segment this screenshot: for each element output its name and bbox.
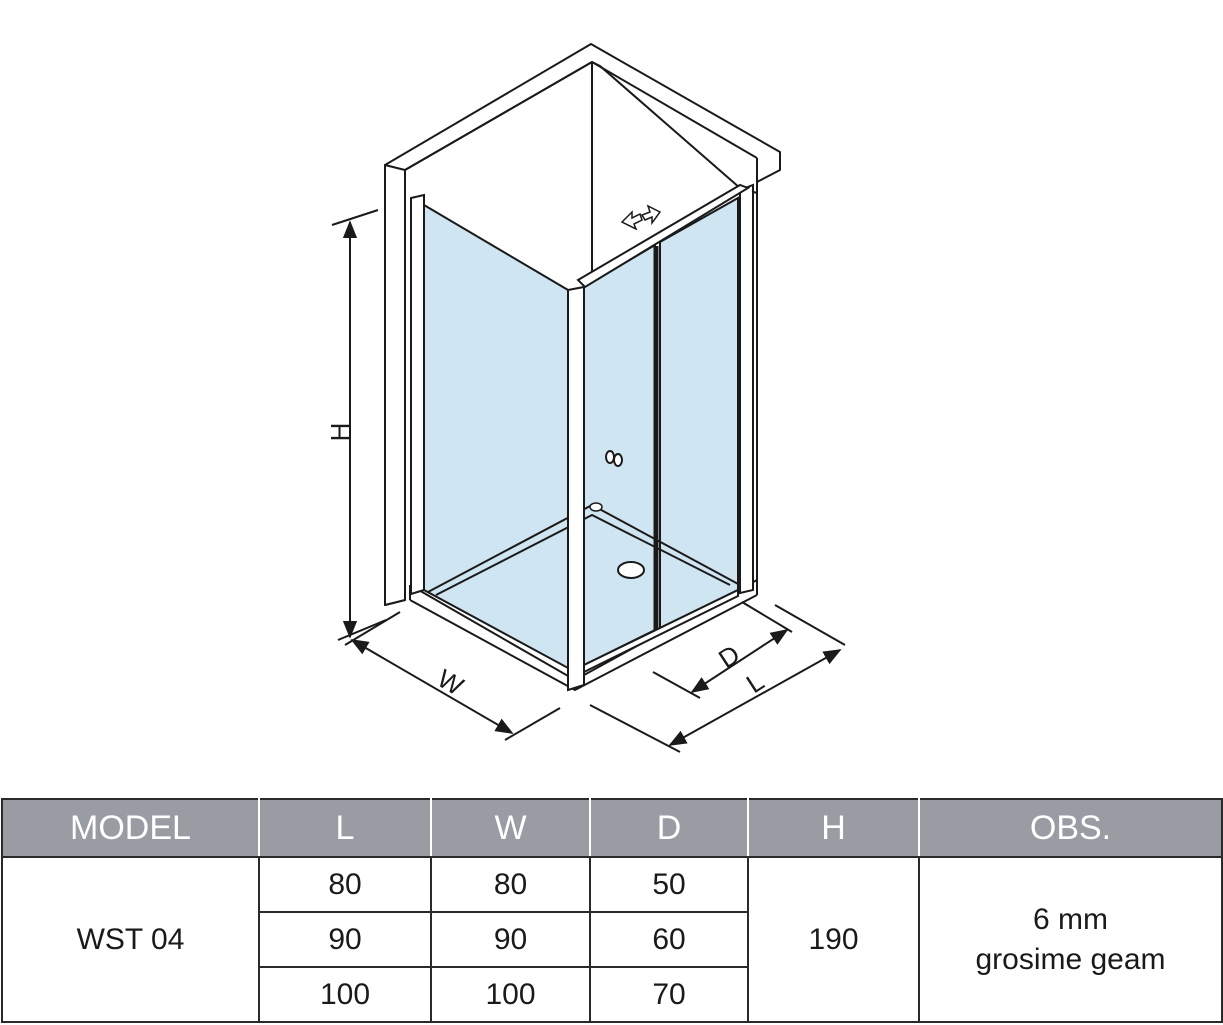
drain-icon xyxy=(617,561,645,579)
left-glass-panel xyxy=(423,203,569,670)
header-d: D xyxy=(590,798,749,858)
header-obs: OBS. xyxy=(919,798,1223,858)
header-model: MODEL xyxy=(1,798,260,858)
model-cell: WST 04 xyxy=(1,856,260,1023)
door-handle-icon xyxy=(605,450,623,467)
corner-drain-icon xyxy=(589,502,603,512)
table-header-row: MODEL L W D H OBS. xyxy=(1,798,1223,858)
frame-profiles xyxy=(410,183,754,692)
width-label: W xyxy=(432,663,469,701)
sliding-arrows-icon xyxy=(620,204,662,231)
table-row: 90 90 60 xyxy=(2,911,1222,968)
height-dimension xyxy=(331,209,387,641)
height-label: H xyxy=(325,423,355,442)
shower-enclosure-drawing: H W D L xyxy=(325,43,846,753)
cell-w: 80 xyxy=(430,856,591,913)
cell-w: 100 xyxy=(430,966,591,1023)
cell-l: 100 xyxy=(258,966,432,1023)
cell-l: 80 xyxy=(258,856,432,913)
header-h: H xyxy=(748,798,920,858)
spec-table: MODEL L W D H OBS. WST 04 80 80 50 190 6… xyxy=(1,798,1223,1023)
table-row: 100 100 70 xyxy=(2,966,1222,1023)
cell-d: 70 xyxy=(589,966,749,1023)
depth-label: D xyxy=(713,639,745,674)
length-label: L xyxy=(741,666,769,699)
obs-cell: 6 mm grosime geam xyxy=(918,856,1223,1023)
cell-d: 50 xyxy=(589,856,749,913)
obs-line-1: 6 mm xyxy=(1033,902,1108,936)
header-l: L xyxy=(259,798,432,858)
length-dimension xyxy=(589,604,846,753)
cell-d: 60 xyxy=(589,911,749,968)
height-cell: 190 xyxy=(747,856,920,1023)
cell-l: 90 xyxy=(258,911,432,968)
table-row: WST 04 80 80 50 190 6 mm grosime geam xyxy=(1,856,1223,1023)
obs-line-2: grosime geam xyxy=(975,942,1166,976)
width-dimension xyxy=(344,611,561,741)
cell-w: 90 xyxy=(430,911,591,968)
header-w: W xyxy=(431,798,591,858)
